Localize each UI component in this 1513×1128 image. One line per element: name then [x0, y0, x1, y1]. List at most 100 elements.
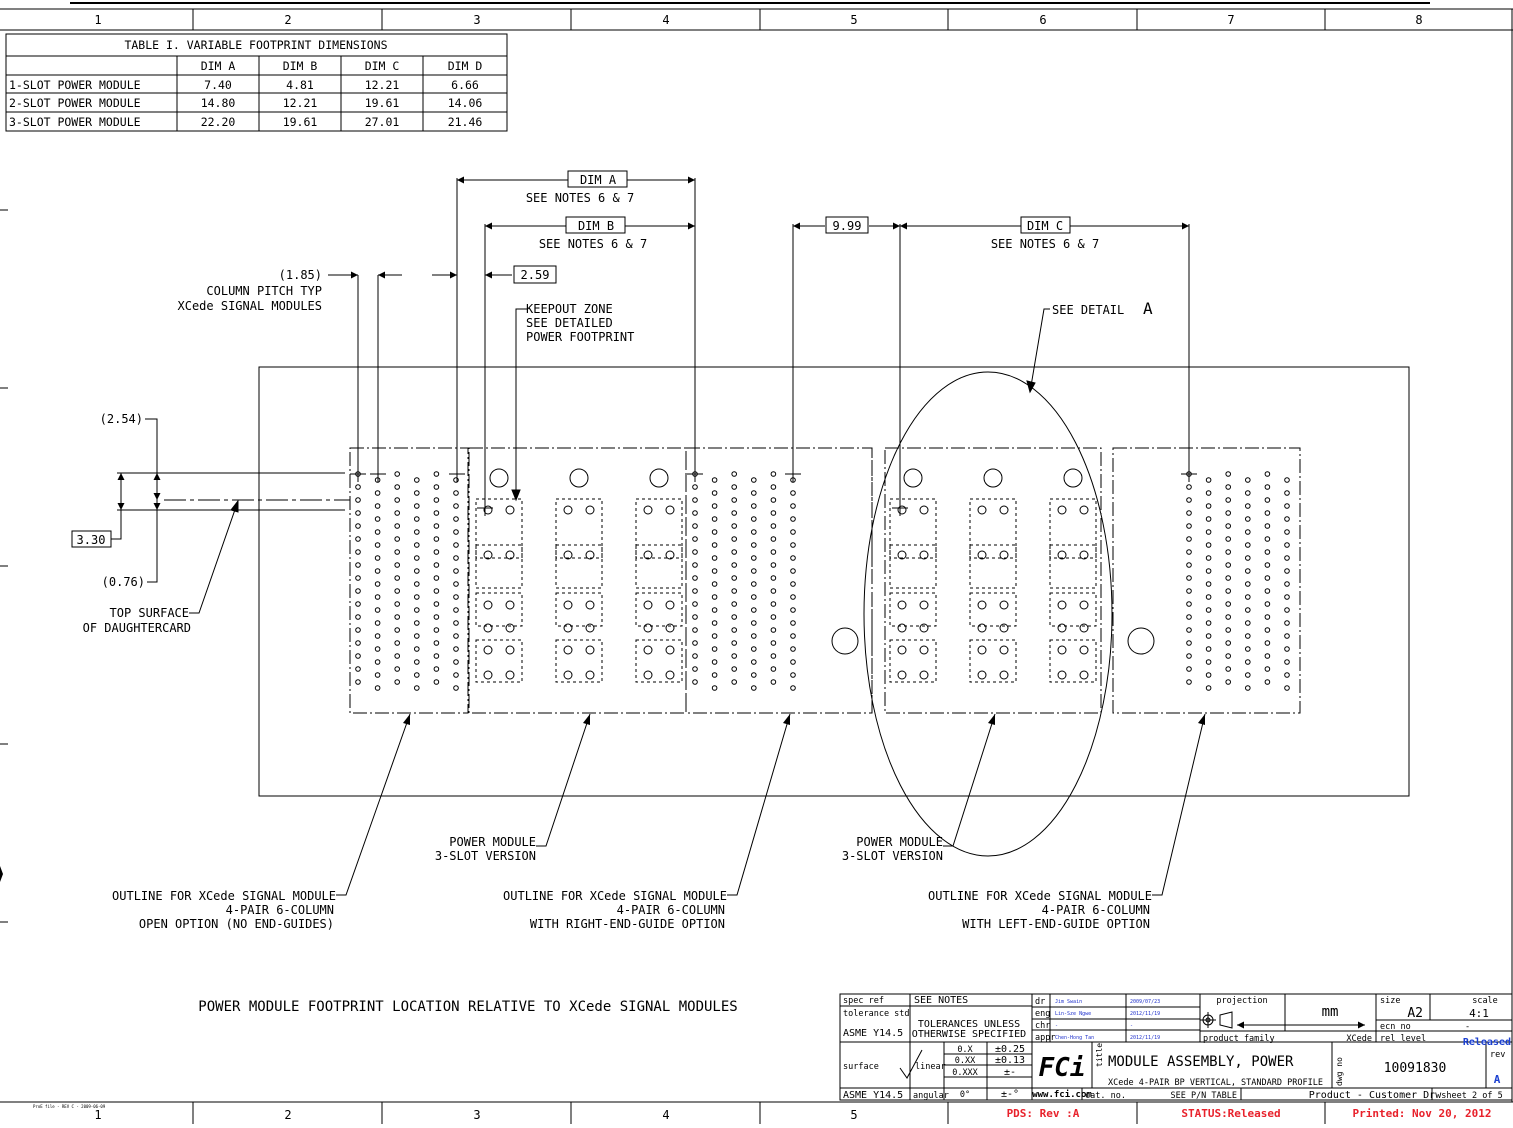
signal-pin — [355, 601, 361, 607]
signal-pin — [355, 510, 361, 516]
signal-pin — [1186, 627, 1192, 633]
signal-pin — [770, 536, 777, 542]
signal-pin — [731, 471, 738, 477]
keepout-label: SEE DETAILED — [526, 316, 613, 330]
signal-pin — [1225, 549, 1231, 555]
signal-pin — [692, 627, 698, 633]
power-contact-slot — [889, 498, 937, 559]
table-cell: 19.61 — [283, 115, 318, 129]
signal-pin — [731, 666, 738, 672]
table-cell: 22.20 — [201, 115, 236, 129]
power-pin — [897, 505, 907, 515]
signal-pin — [1225, 575, 1231, 581]
cat-no-label: cat. no. — [1085, 1091, 1126, 1101]
power-contact-slot — [635, 592, 683, 627]
signal-pin — [711, 659, 718, 665]
size-value: A2 — [1407, 1006, 1423, 1021]
signal-pin — [414, 529, 420, 535]
outline-callout: WITH RIGHT-END-GUIDE OPTION — [530, 917, 725, 931]
signal-pin — [453, 529, 459, 535]
guide-hole — [1063, 468, 1083, 488]
signal-pin — [731, 510, 738, 516]
signal-pin — [1186, 601, 1192, 607]
outline-callout: 4-PAIR 6-COLUMN — [617, 903, 725, 917]
power-contact-slot — [969, 592, 1017, 627]
power-contact-slot — [635, 544, 683, 589]
signal-pin — [770, 679, 777, 685]
signal-pin — [355, 497, 361, 503]
signal-pin — [355, 640, 361, 646]
power-contact-slot — [969, 544, 1017, 589]
power-pin — [665, 600, 675, 610]
signal-pin — [1186, 523, 1192, 529]
signal-pin — [751, 516, 757, 522]
power-contact-slot — [1049, 639, 1097, 683]
signal-pin — [731, 640, 738, 646]
dim-c-note: SEE NOTES 6 & 7 — [991, 237, 1099, 251]
power-pin — [563, 623, 573, 633]
signal-pin — [355, 575, 361, 581]
signal-pin — [374, 633, 381, 639]
signal-pin — [355, 536, 361, 542]
signal-pin — [433, 627, 440, 633]
pds-rev: PDS: Rev :A — [1007, 1107, 1080, 1120]
signal-pin — [692, 536, 698, 542]
power-contact-slot — [475, 544, 523, 589]
signal-pin — [1225, 484, 1231, 490]
signal-pin — [1205, 516, 1212, 522]
keepout-label: KEEPOUT ZONE — [526, 302, 613, 316]
signal-pin — [731, 627, 738, 633]
signal-pin — [1225, 653, 1231, 659]
signal-pin — [414, 607, 420, 613]
signal-pin — [394, 523, 401, 529]
signal-pin — [374, 529, 381, 535]
guide-hole — [983, 468, 1003, 488]
signal-pin — [1245, 685, 1251, 691]
signal-pin — [731, 679, 738, 685]
power-module-outline-left — [468, 447, 687, 714]
signal-pin — [711, 672, 718, 678]
power-contact-slot — [635, 639, 683, 683]
signal-pin — [770, 627, 777, 633]
surface-label: surface — [843, 1062, 879, 1072]
power-pin — [919, 670, 929, 680]
signal-pin — [394, 497, 401, 503]
signal-pin — [770, 562, 777, 568]
power-contact-slot — [969, 639, 1017, 683]
signal-pin — [1284, 490, 1290, 496]
angular-label: angular — [913, 1091, 949, 1101]
signal-pin — [414, 503, 420, 509]
power-pin — [999, 505, 1009, 515]
signal-pin — [790, 503, 796, 509]
signal-pin — [433, 679, 440, 685]
power-contact-slot — [1049, 592, 1097, 627]
signal-pin — [1264, 679, 1271, 685]
signal-pin — [433, 471, 440, 477]
fci-logo: FCi — [1039, 1053, 1086, 1083]
signal-pin — [1245, 503, 1251, 509]
signal-pin — [355, 588, 361, 594]
footer: ProE file - REV C - 2009-06-09 PDS: Rev … — [33, 1104, 1492, 1120]
appr-name: Chen-Hong Tan — [1055, 1035, 1094, 1041]
tol-xx: 0.XX — [955, 1056, 976, 1066]
signal-module-outline-open — [349, 447, 469, 714]
col-pitch-label: COLUMN PITCH TYP — [206, 284, 322, 298]
table-header: DIM D — [448, 59, 483, 73]
signal-pin — [1245, 529, 1251, 535]
col-pitch-label: XCede SIGNAL MODULES — [178, 299, 323, 313]
power-contact-slot — [969, 498, 1017, 559]
power-pin — [585, 670, 595, 680]
signal-pin — [790, 516, 796, 522]
zone-labels-bottom: 1 2 3 4 5 — [94, 1108, 857, 1122]
signal-pin — [790, 646, 796, 652]
signal-pin — [394, 510, 401, 516]
power-pin — [505, 623, 515, 633]
module-outlines — [349, 447, 1301, 714]
power-contact-slot — [889, 592, 937, 627]
signal-pin — [1225, 679, 1231, 685]
signal-pin — [453, 633, 459, 639]
drawing-subtitle: XCede 4-PAIR BP VERTICAL, STANDARD PROFI… — [1108, 1078, 1323, 1088]
power-pin — [999, 623, 1009, 633]
signal-pin — [453, 555, 459, 561]
power-contact-slot — [555, 544, 603, 589]
